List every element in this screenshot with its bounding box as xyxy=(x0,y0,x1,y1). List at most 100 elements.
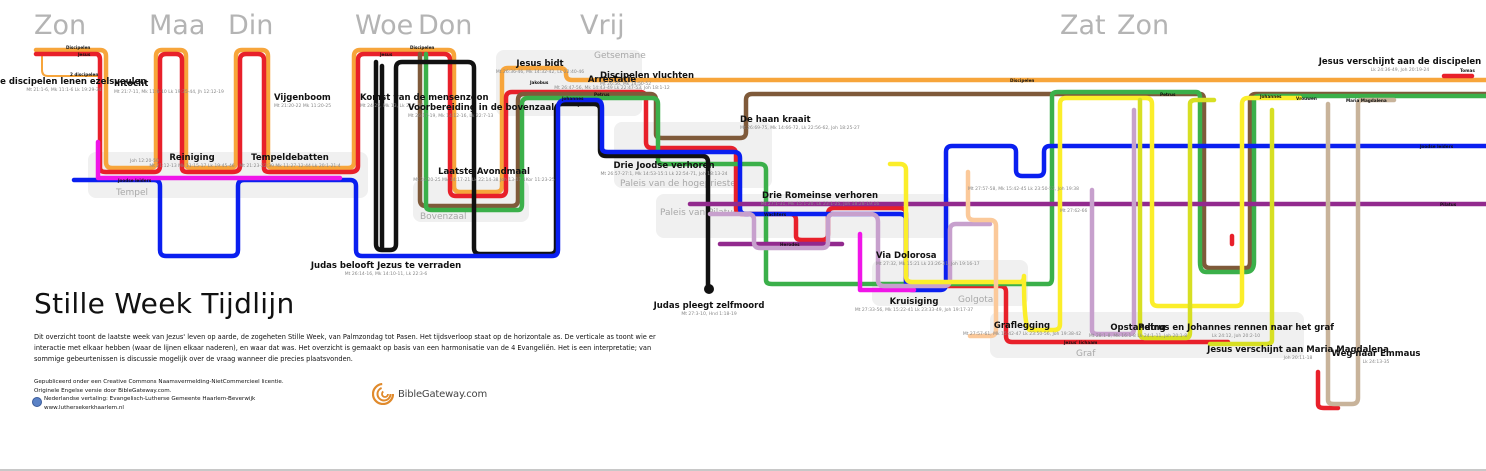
event-title: Discipelen vluchten xyxy=(600,71,694,81)
line-kleopas xyxy=(1325,97,1397,407)
location-label-pilatus: Paleis van Pilatus xyxy=(660,208,738,218)
line-maria-magdalena xyxy=(1207,107,1275,347)
line-label-vrouwen: Vrouwen xyxy=(1296,96,1317,101)
line-wachters xyxy=(1089,107,1137,337)
line-johannes xyxy=(423,51,1486,287)
event-reference: Mt 27:3-10, Hnd 1:18-19 xyxy=(681,311,737,317)
line-label-jakobus: Jakobus xyxy=(529,80,549,85)
event-reference: Mt 26:36-46, Mk 14:32-42, Lk 22:40-46 xyxy=(496,69,584,75)
reference-note: Joh 12:20-50 xyxy=(129,158,159,164)
event-title: Arrestatie xyxy=(588,75,637,85)
line-label-jesus-body: Jezus' lichaam xyxy=(1063,340,1098,345)
event-title: Via Dolorosa xyxy=(876,251,937,261)
event-title: Reiniging xyxy=(169,153,214,163)
line-jesus xyxy=(1315,369,1341,411)
line-label-joodse-leiders: Joodse leiders xyxy=(117,178,152,183)
event-title: Drie Romeinse verhoren xyxy=(762,191,878,201)
event-reference: Mt 26:69-75, Mk 14:66-72, Lk 22:56-62, J… xyxy=(740,125,860,131)
event-reference: Mt 28:1-8, Mk 16:1-8 Lk 24:1-11, Joh 20:… xyxy=(1089,333,1187,339)
line-label-jesus: Jesus xyxy=(379,52,393,57)
line-label-pilatus: Pilatus xyxy=(1440,202,1457,207)
event-reference: Mt 24-25, Mk 13, Lk 21:5-36 xyxy=(360,103,424,109)
day-label: Zon xyxy=(1117,10,1169,41)
line-label-johannes: Johannes xyxy=(1259,94,1282,99)
event-title: Vijgenboom xyxy=(274,93,331,103)
event-reference: Mt 26:47-56, Mk 14:43-49 Lk 22:47-53, Jo… xyxy=(554,85,670,91)
line-label-joodse-leiders: Joodse leiders xyxy=(1419,144,1454,149)
line-vrouwen xyxy=(887,95,1303,333)
location-label-tempel: Tempel xyxy=(115,188,148,198)
event-reference: Mt 21:23-22:39 Mk 11:27-12:44 Lk 20:1-21… xyxy=(239,163,340,169)
line-petrus xyxy=(417,51,1486,271)
event-reference: Mt 27:1-31, Mk 15:1-20, Lk 23:1-25, Joh … xyxy=(761,201,880,207)
line-label-wachters: Wachters xyxy=(764,212,787,217)
event-reference: Lk 24:36-49, Joh 20:19-24 xyxy=(1371,67,1430,73)
day-label: Din xyxy=(228,10,273,41)
event-title: Jesus verschijnt aan Maria Magdalena xyxy=(1206,345,1389,355)
biblegateway-swirl-icon xyxy=(372,383,394,405)
event-reference: Mt 21:7-11, Mk 11:6-10 Lk 19:35-44, Jh 1… xyxy=(114,89,224,95)
event-title: Graflegging xyxy=(994,321,1050,331)
location-label-bovenzaal: Bovenzaal xyxy=(420,212,467,222)
line-menigte xyxy=(857,231,917,293)
location-labels: Tempel Bovenzaal Getsemane Paleis van de… xyxy=(115,51,1096,359)
reference-note: Mt 27:57-58, Mk 15:42-45 Lk 23:50-52, Jo… xyxy=(968,186,1079,192)
judas-end-dot xyxy=(704,284,714,294)
event-reference: Mt 26:17-19, Mk 14:12-16, Lk 22:7-13 xyxy=(408,113,493,119)
event-title: Komst van de mensenzoon xyxy=(360,93,489,103)
line-label-discipelen: Discipelen xyxy=(410,45,434,50)
line-label-tomas: Tomas xyxy=(1460,68,1475,73)
original-credit: Originele Engelse versie door BibleGatew… xyxy=(34,387,172,394)
line-jozef xyxy=(965,169,999,339)
page-title: Stille Week Tijdlijn xyxy=(34,287,295,320)
event-reference: Lk 24:13-35 xyxy=(1363,359,1390,365)
biblegateway-logo-text: BibleGateway.com xyxy=(398,388,488,400)
church-logo-icon xyxy=(32,397,42,407)
translation-credit: Nederlandse vertaling: Evangelisch-Luthe… xyxy=(44,396,256,402)
line-label-discipelen: Discipelen xyxy=(1010,78,1034,83)
event-reference: Mt 27:33-56, Mk 15:22-41 Lk 23:33-49, Jo… xyxy=(855,307,973,313)
line-joodse-leiders xyxy=(71,97,1486,293)
day-label: Maa xyxy=(149,10,205,41)
biblegateway-logo[interactable]: BibleGateway.com xyxy=(372,383,487,405)
day-label: Don xyxy=(418,10,472,41)
line-menigte xyxy=(95,139,343,181)
event-reference: Mt 21:1-6, Mk 11:1-6 Lk 19:29-34 xyxy=(26,87,101,93)
character-lines xyxy=(33,47,1486,411)
location-label-golgota: Golgota xyxy=(958,295,993,305)
event-title: Judas pleegt zelfmoord xyxy=(653,301,765,311)
event-reference: Mt 26:57-27:1, Mk 14:53-15:1 Lk 22:54-71… xyxy=(600,171,727,177)
line-label-herodes: Herodes xyxy=(780,242,800,247)
event-reference: Joh 20:11-18 xyxy=(1283,355,1313,361)
description-text: Dit overzicht toont de laatste week van … xyxy=(34,333,656,363)
line-label-twee-discipelen: 2 discipelen xyxy=(70,72,98,77)
event-title: Opstanding xyxy=(1110,323,1165,333)
event-reference: Mt 26:14-16, Mk 14:10-11, Lk 22:3-6 xyxy=(345,271,428,277)
location-label-graf: Graf xyxy=(1076,349,1096,359)
event-reference: Mt 21:20-22 Mk 11:20-25 xyxy=(274,103,331,109)
event-title: De haan kraait xyxy=(740,115,811,125)
event-reference: Mt 26:56, Mk 14:50-52 xyxy=(600,81,651,87)
event-title: Drie Joodse verhoren xyxy=(614,161,715,171)
event-title: Tempeldebatten xyxy=(251,153,329,163)
line-label-petrus: Petrus xyxy=(1160,92,1176,97)
event-title: Jesus bidt xyxy=(515,59,563,69)
license-text: Gepubliceerd onder een Creative Commons … xyxy=(34,379,284,385)
event-title: Twee discipelen lenen ezelsveulen xyxy=(0,77,146,87)
event-title: Judas belooft Jezus te verraden xyxy=(310,261,461,271)
event-title: Weg naar Emmaus xyxy=(1332,349,1421,359)
location-label-getsemane: Getsemane xyxy=(594,51,646,61)
website-link[interactable]: www.luthersekerkhaarlem.nl xyxy=(44,404,124,411)
event-title: Voorbereiding in de bovenzaal xyxy=(408,103,554,113)
location-area-graf xyxy=(990,312,1304,358)
event-title: Jesus verschijnt aan de discipelen xyxy=(1318,57,1481,67)
day-label: Zat xyxy=(1060,10,1106,41)
day-label: Zon xyxy=(34,10,86,41)
event-reference: Mt 21:12-13 Mk 11:15-17 Lk 19:45-46 xyxy=(149,163,234,169)
event-reference: Mt 26:20-25 Mk 14:17-21 Lk 22:14-38 Joh … xyxy=(413,177,555,183)
reference-note: Mt 27:62-66 xyxy=(1060,208,1088,214)
day-label: Woe xyxy=(355,10,413,41)
line-label-judas: Judas xyxy=(577,102,591,107)
